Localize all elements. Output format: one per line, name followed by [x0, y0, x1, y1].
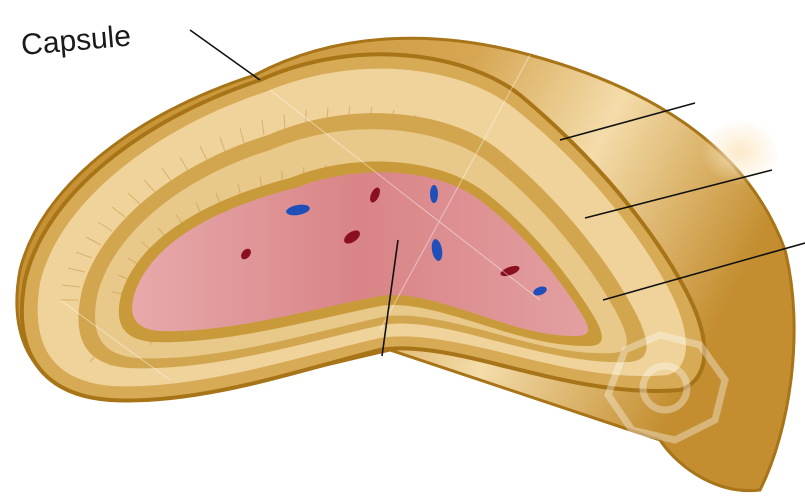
blue-vessel	[430, 185, 438, 203]
capsule-leader-line	[190, 30, 260, 80]
capsule-label: Capsule	[20, 20, 133, 62]
